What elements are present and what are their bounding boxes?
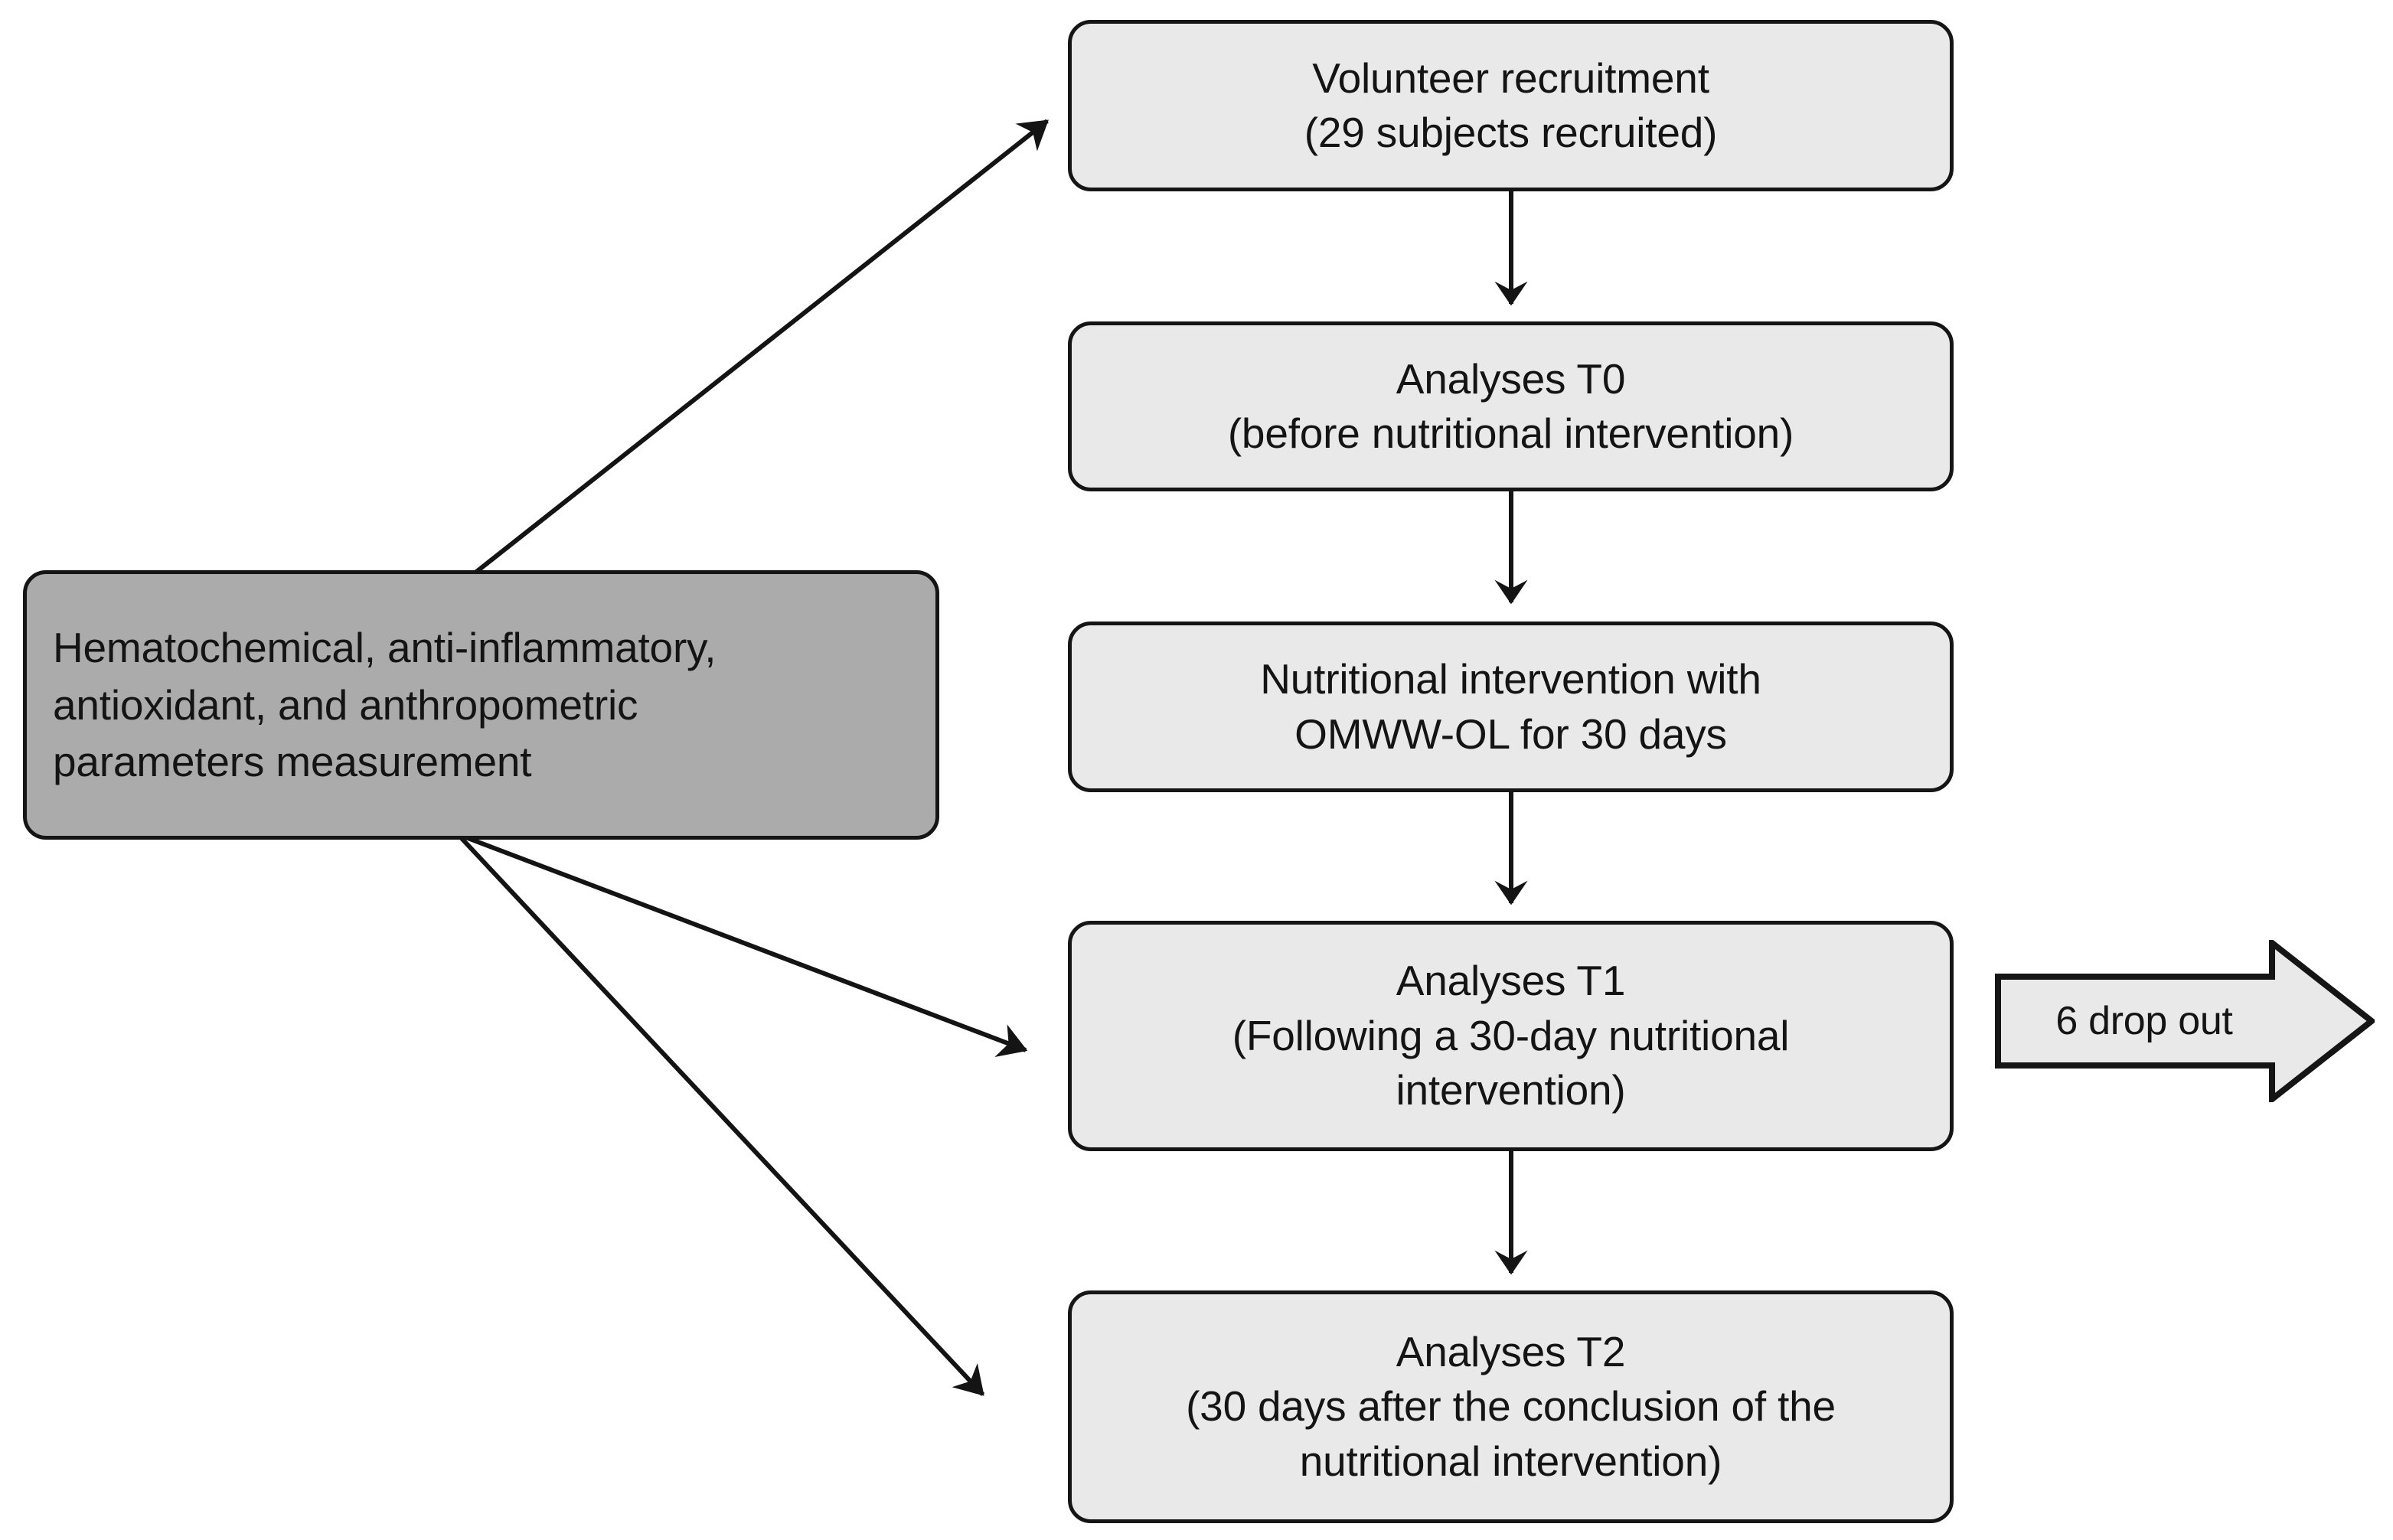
node-analyses-t1[interactable]: Analyses T1 (Following a 30-day nutritio… (1068, 921, 1954, 1151)
node-analyses-t0[interactable]: Analyses T0 (before nutritional interven… (1068, 321, 1954, 491)
edge-measurement-to-t2 (455, 832, 985, 1397)
node-analyses-t2-label: Analyses T2 (30 days after the conclusio… (1186, 1327, 1836, 1485)
node-analyses-t1-label: Analyses T1 (Following a 30-day nutritio… (1232, 957, 1790, 1114)
node-nutritional-intervention[interactable]: Nutritional intervention with OMWW-OL fo… (1068, 622, 1954, 792)
dropout-arrow-shape (1995, 936, 2377, 1106)
node-measurement-panel-label: Hematochemical, anti-inflammatory, antio… (53, 623, 717, 786)
node-analyses-t2[interactable]: Analyses T2 (30 days after the conclusio… (1068, 1290, 1954, 1523)
node-nutritional-intervention-label: Nutritional intervention with OMWW-OL fo… (1260, 655, 1761, 758)
edge-measurement-to-t1 (456, 832, 1028, 1057)
node-analyses-t0-label: Analyses T0 (before nutritional interven… (1227, 354, 1794, 458)
node-volunteer-recruitment-label: Volunteer recruitment (29 subjects recru… (1304, 54, 1718, 157)
node-measurement-panel[interactable]: Hematochemical, anti-inflammatory, antio… (23, 570, 939, 840)
node-volunteer-recruitment[interactable]: Volunteer recruitment (29 subjects recru… (1068, 20, 1954, 191)
edge-measurement-to-recruitment (470, 119, 1049, 578)
dropout-block-arrow[interactable]: 6 drop out (1995, 936, 2377, 1106)
dropout-label: 6 drop out (2055, 999, 2233, 1043)
